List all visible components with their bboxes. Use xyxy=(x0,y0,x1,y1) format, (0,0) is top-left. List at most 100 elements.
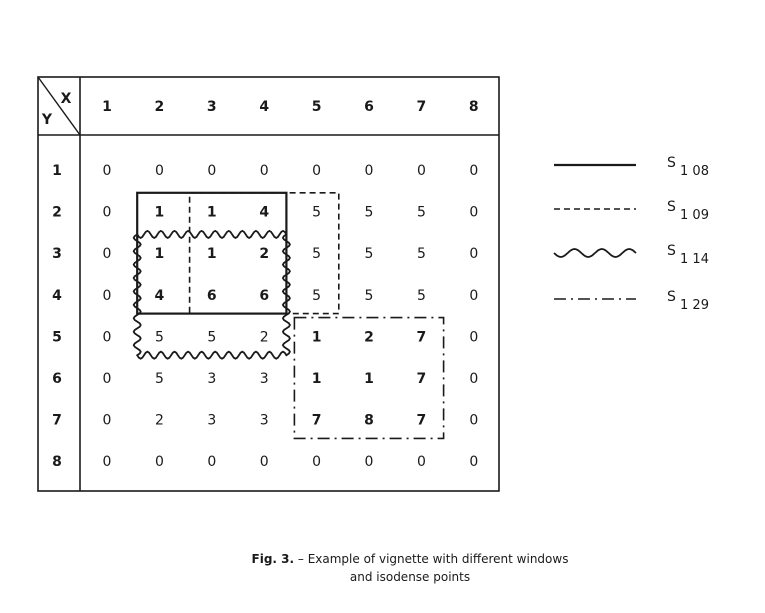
window-s1-14 xyxy=(132,229,291,360)
table-cell: 1 xyxy=(207,246,217,262)
legend-label: S 1 08 xyxy=(667,155,709,179)
table-cell: 3 xyxy=(260,371,269,387)
table-cell: 1 xyxy=(364,371,374,387)
column-header-2: 2 xyxy=(155,99,165,115)
column-header-7: 7 xyxy=(417,99,427,115)
table-cell: 2 xyxy=(155,413,164,429)
table-cell: 0 xyxy=(312,163,321,179)
figure-caption-line-1: Fig. 3. – Example of vignette with diffe… xyxy=(150,551,670,567)
table-cell: 0 xyxy=(103,288,112,304)
table-cell: 8 xyxy=(364,413,374,429)
table-cell: 3 xyxy=(207,413,216,429)
table-cell: 4 xyxy=(259,205,269,221)
table-cell: 0 xyxy=(103,329,112,345)
table-cell: 0 xyxy=(260,163,269,179)
table-cell: 0 xyxy=(260,454,269,470)
table-cell: 6 xyxy=(207,288,217,304)
legend-subscript: 1 08 xyxy=(676,164,709,179)
table-cell: 7 xyxy=(417,413,427,429)
caption-text-1: – Example of vignette with different win… xyxy=(294,552,569,566)
table-cell: 1 xyxy=(312,329,322,345)
corner-y-label: Y xyxy=(41,112,53,128)
figure-number: Fig. 3. xyxy=(251,552,295,566)
table-cell: 2 xyxy=(259,246,269,262)
row-header-4: 4 xyxy=(52,288,62,304)
table-cell: 5 xyxy=(417,205,426,221)
table-cell: 5 xyxy=(365,288,374,304)
table-cell: 1 xyxy=(155,246,165,262)
table-cell: 5 xyxy=(155,329,164,345)
table-cell: 0 xyxy=(207,454,216,470)
table-cell: 0 xyxy=(103,246,112,262)
legend: S 1 08S 1 09S 1 14S 1 29 xyxy=(553,155,709,313)
table-cell: 0 xyxy=(417,454,426,470)
window-s1-09 xyxy=(188,192,340,315)
table-cell: 1 xyxy=(312,371,322,387)
table-cell: 0 xyxy=(469,413,478,429)
table-cell: 0 xyxy=(103,454,112,470)
table-cell: 5 xyxy=(207,329,216,345)
table-cell: 5 xyxy=(365,205,374,221)
table-cell: 0 xyxy=(103,371,112,387)
table-cell: 7 xyxy=(417,371,427,387)
table-cell: 1 xyxy=(155,205,165,221)
table-cell: 7 xyxy=(312,413,322,429)
window-s1-29 xyxy=(293,316,445,440)
column-header-8: 8 xyxy=(469,99,479,115)
corner-x-label: X xyxy=(61,91,72,107)
table-cell: 0 xyxy=(469,371,478,387)
table-cell: 4 xyxy=(155,288,165,304)
legend-item-dashed: S 1 09 xyxy=(554,199,709,223)
table-cell: 0 xyxy=(469,329,478,345)
column-header-4: 4 xyxy=(259,99,269,115)
table-cell: 0 xyxy=(469,454,478,470)
row-header-8: 8 xyxy=(52,454,62,470)
table-cell: 0 xyxy=(469,246,478,262)
legend-symbol: S xyxy=(667,199,676,215)
row-header-5: 5 xyxy=(52,329,62,345)
table-cell: 0 xyxy=(207,163,216,179)
table-cell: 3 xyxy=(260,413,269,429)
table-cell: 0 xyxy=(312,454,321,470)
legend-subscript: 1 14 xyxy=(676,252,709,267)
table-cell: 0 xyxy=(469,205,478,221)
table-cell: 5 xyxy=(365,246,374,262)
table-cell: 5 xyxy=(312,205,321,221)
table-cell: 0 xyxy=(103,413,112,429)
row-header-7: 7 xyxy=(52,413,62,429)
table-cell: 5 xyxy=(312,288,321,304)
table-cell: 5 xyxy=(312,246,321,262)
table-cell: 0 xyxy=(365,454,374,470)
legend-label: S 1 29 xyxy=(667,289,709,313)
table-cell: 2 xyxy=(364,329,374,345)
legend-symbol: S xyxy=(667,155,676,171)
corner-diagonal xyxy=(37,76,81,136)
legend-item-dashdot: S 1 29 xyxy=(554,289,709,313)
table-cell: 6 xyxy=(259,288,269,304)
table-frame xyxy=(37,76,500,492)
table-cell: 1 xyxy=(207,205,217,221)
legend-symbol: S xyxy=(667,289,676,305)
table-cell: 0 xyxy=(417,163,426,179)
table-cell: 0 xyxy=(155,454,164,470)
row-header-3: 3 xyxy=(52,246,62,262)
legend-subscript: 1 09 xyxy=(676,208,709,223)
table-cell: 0 xyxy=(103,163,112,179)
figure-caption-line-2: and isodense points xyxy=(349,570,471,584)
column-header-3: 3 xyxy=(207,99,217,115)
legend-item-solid: S 1 08 xyxy=(554,155,709,179)
table-cell: 0 xyxy=(103,205,112,221)
legend-subscript: 1 29 xyxy=(676,298,709,313)
legend-label: S 1 09 xyxy=(667,199,709,223)
table-cell: 2 xyxy=(260,329,269,345)
table-cell: 3 xyxy=(207,371,216,387)
table-cell: 0 xyxy=(155,163,164,179)
legend-item-wavy: S 1 14 xyxy=(553,243,709,267)
vignette-table: XY 1 2 3 4 5 6 7 8 1 2 3 4 5 6 7 8 0 0 0 0 0 0 0 0 0 1 1 4 5 5 5 0 0 1 1 2 5 5… xyxy=(37,76,500,492)
legend-swatch-wavy xyxy=(553,248,637,258)
table-cell: 0 xyxy=(365,163,374,179)
table-cell: 7 xyxy=(417,329,427,345)
row-header-6: 6 xyxy=(52,371,62,387)
table-cell: 0 xyxy=(469,163,478,179)
